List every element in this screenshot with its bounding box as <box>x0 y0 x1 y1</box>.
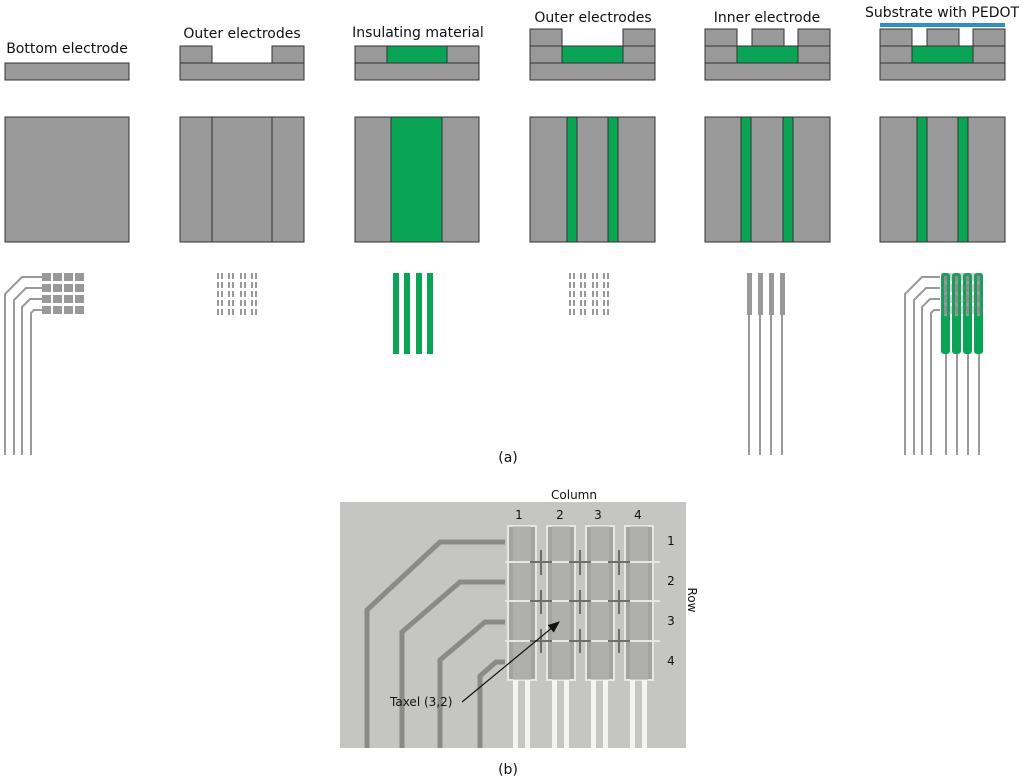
layout-pattern-5 <box>747 273 785 455</box>
stage-label-5: Inner electrode <box>714 10 821 26</box>
cross-section-4 <box>529 28 656 81</box>
layout-pattern-2 <box>217 273 257 315</box>
stage-label-4: Outer electrodes <box>534 10 651 26</box>
cross-section-1 <box>4 62 130 81</box>
cross-section-6 <box>879 28 1006 81</box>
top-view-1 <box>4 116 130 243</box>
caption-a: (a) <box>498 450 518 466</box>
pedot-layer-bar <box>880 23 1005 27</box>
layout-pattern-4 <box>569 273 609 315</box>
column-title: Column <box>551 488 597 502</box>
layout-pattern-1 <box>4 273 84 455</box>
cross-section-3 <box>354 45 480 81</box>
top-view-5 <box>704 116 831 243</box>
row-number-2: 2 <box>667 574 675 588</box>
column-number-1: 1 <box>515 508 523 522</box>
top-view-2 <box>179 116 305 243</box>
photo-panel: Column 1 2 3 4 1 2 3 4 Row Taxel (3,2) <box>340 488 699 748</box>
cross-section-5 <box>704 28 831 81</box>
stage-label-1: Bottom electrode <box>6 41 128 57</box>
row-title: Row <box>685 588 699 613</box>
stage-label-6: Substrate with PEDOT <box>865 5 1020 21</box>
layout-pattern-3 <box>393 273 433 354</box>
stage-label-2: Outer electrodes <box>183 26 300 42</box>
row-number-1: 1 <box>667 534 675 548</box>
taxel-annotation: Taxel (3,2) <box>389 695 452 709</box>
top-view-3 <box>354 116 480 243</box>
stage-label-3: Insulating material <box>352 25 484 41</box>
layout-pattern-6 <box>904 273 983 455</box>
top-view-6 <box>879 116 1006 243</box>
row-number-3: 3 <box>667 614 675 628</box>
annotation-arrow <box>461 621 560 703</box>
column-number-3: 3 <box>594 508 602 522</box>
column-number-2: 2 <box>556 508 564 522</box>
cross-section-2 <box>179 45 305 81</box>
row-number-4: 4 <box>667 654 675 668</box>
caption-b: (b) <box>498 762 518 778</box>
column-number-4: 4 <box>634 508 642 522</box>
top-view-4 <box>529 116 656 243</box>
